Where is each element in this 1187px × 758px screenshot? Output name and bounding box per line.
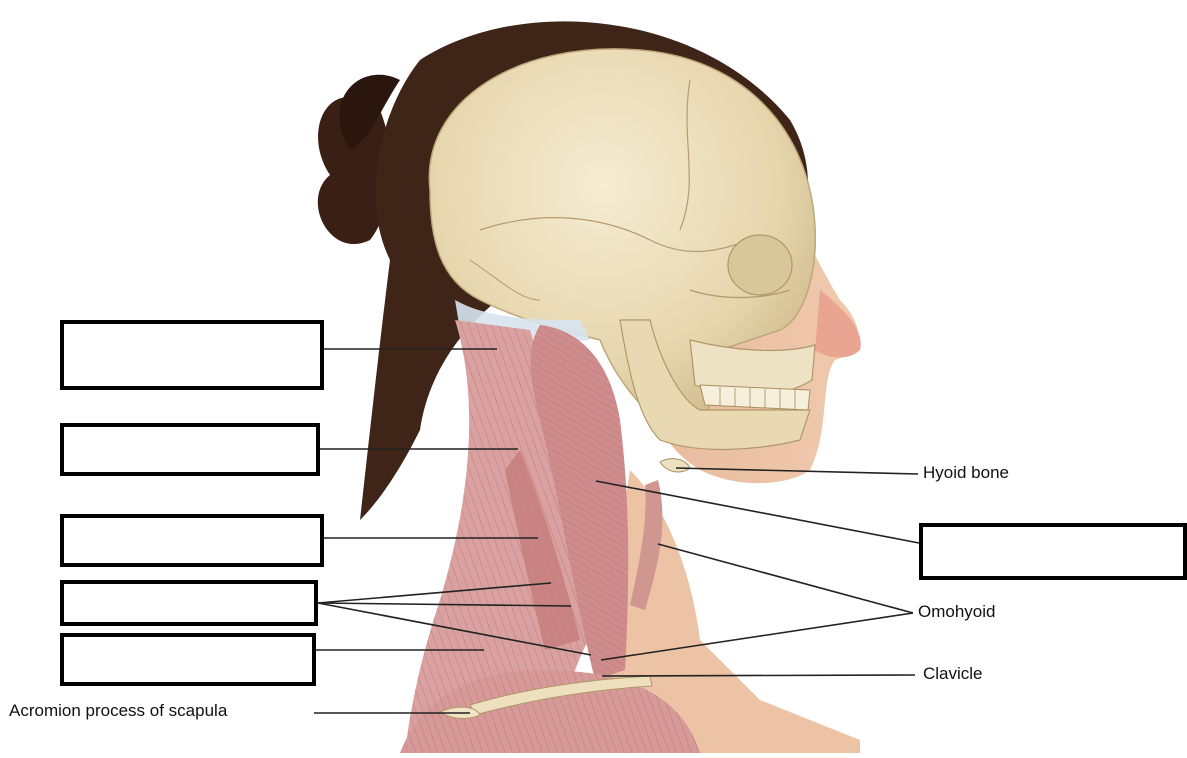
- leader-line-clavicle: [602, 675, 915, 676]
- leader-line-omohyoid-a: [658, 544, 913, 613]
- blank-label-box-6[interactable]: [919, 523, 1187, 580]
- blank-label-box-3[interactable]: [60, 514, 324, 567]
- blank-label-box-1[interactable]: [60, 320, 324, 390]
- blank-label-box-2[interactable]: [60, 423, 320, 476]
- label-clavicle: Clavicle: [923, 664, 983, 684]
- blank-label-box-5[interactable]: [60, 633, 316, 686]
- label-acromion-process: Acromion process of scapula: [9, 701, 227, 721]
- blank-label-box-4[interactable]: [60, 580, 318, 626]
- label-hyoid-bone: Hyoid bone: [923, 463, 1009, 483]
- label-omohyoid: Omohyoid: [918, 602, 995, 622]
